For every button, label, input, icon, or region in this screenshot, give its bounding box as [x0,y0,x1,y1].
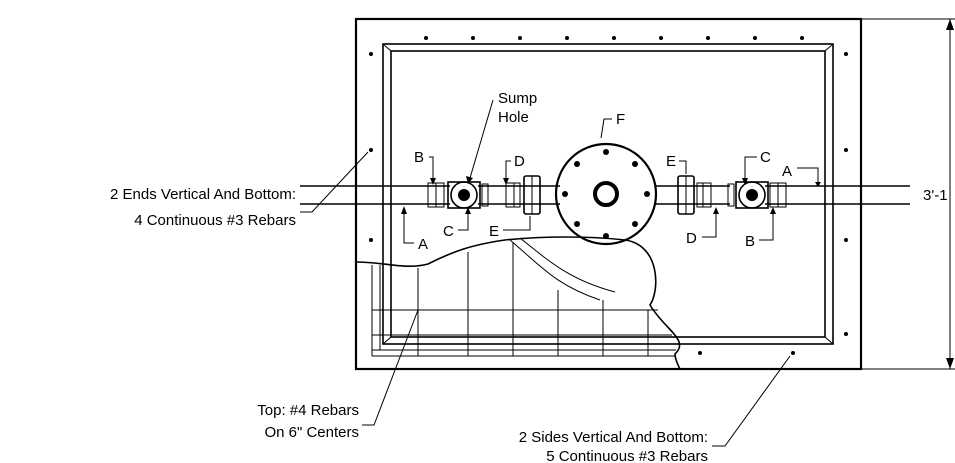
pipe-center-left [478,185,560,205]
label-f: F [616,111,625,128]
ends-rebar-line-2: 4 Continuous #3 Rebars [134,212,296,229]
label-e-right: E [666,153,676,170]
sump-manhole-f [554,142,658,246]
callout-e-left: E [489,216,531,240]
label-d-right: D [686,230,697,247]
label-c-left: C [443,223,454,240]
callout-ends-rebar: 2 Ends Vertical And Bottom: 4 Continuous… [110,151,369,229]
label-a-left: A [418,236,428,253]
height-dimension: 3'-1 [862,18,955,370]
callout-c-right: C [742,149,771,185]
sides-rebar-line-2: 5 Continuous #3 Rebars [546,448,708,463]
flange-e-left [523,175,541,215]
callout-top-rebar: Top: #4 Rebars On 6" Centers [257,309,419,441]
height-dimension-label: 3'-1 [923,187,948,204]
sides-rebar-line-1: 2 Sides Vertical And Bottom: [519,429,708,446]
label-e-left: E [489,223,499,240]
callout-e-right: E [666,153,687,174]
ends-rebar-line-1: 2 Ends Vertical And Bottom: [110,186,296,203]
cutaway-section [355,236,681,370]
pipe-center-right [655,185,730,205]
label-a-right: A [782,163,792,180]
coupling-d-left [505,182,521,208]
sump-hole-line-2: Hole [498,109,529,126]
callout-f: F [600,111,625,139]
callout-d-right: D [686,207,719,247]
callout-sides-rebar: 2 Sides Vertical And Bottom: 5 Continuou… [519,355,791,463]
callout-a-left: A [401,206,428,253]
top-rebar-line-2: On 6" Centers [264,424,359,441]
outlet-pipe-right [765,185,910,205]
coupling-b-right [769,182,787,208]
label-d-left: D [514,153,525,170]
coupling-d-right [696,182,712,208]
callout-sump-hole: Sump Hole [466,90,537,184]
callout-b-left: B [414,149,436,185]
label-c-right: C [760,149,771,166]
valve-c-left [447,181,489,209]
inlet-pipe-left [300,185,450,205]
callout-c-left: C [443,207,471,240]
top-rebar-line-1: Top: #4 Rebars [257,402,359,419]
sump-hole-line-1: Sump [498,90,537,107]
callout-b-right: B [745,207,776,250]
label-b-right: B [745,233,755,250]
callout-a-right: A [782,163,821,187]
coupling-b-left [427,182,445,208]
anchor-bolts [369,36,848,355]
flange-e-right [677,175,695,215]
valve-c-right [727,181,769,209]
label-b-left: B [414,149,424,166]
callout-d-left: D [503,153,525,185]
vault-lid-frame [382,43,834,345]
